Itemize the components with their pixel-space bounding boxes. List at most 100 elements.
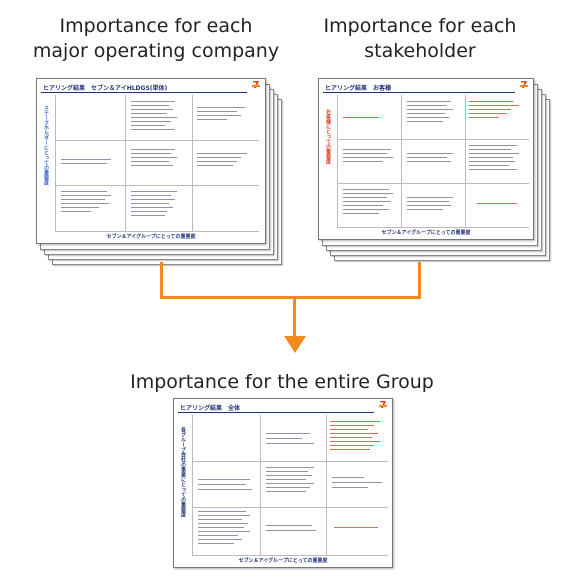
grid-line [337,183,529,184]
heading-operating-company: Importance for each major operating comp… [32,15,280,62]
text-line [61,159,111,160]
grid-line [192,555,388,556]
text-line [198,531,250,532]
stakeholder-matrix-document: ヒアリング結果 お客様 7 お客様にとっての重要度 セブン＆アイグループにとって… [318,78,534,240]
grid-line [55,140,259,141]
text-line [407,113,445,114]
text-line [469,117,499,118]
text-line [469,169,517,170]
text-line [266,530,316,531]
text-line [61,203,109,204]
text-line [407,101,451,102]
heading-stakeholder: Importance for each stakeholder [323,15,517,62]
text-line [131,117,177,118]
grid-line [55,95,56,231]
text-line [198,527,244,528]
text-line [332,482,382,483]
text-line [131,215,165,216]
text-line [266,467,314,468]
text-line [469,153,519,154]
text-line [198,535,238,536]
seven-logo-icon: 7 [252,80,260,91]
text-line [131,105,169,106]
text-line [198,511,246,512]
text-line [469,113,507,114]
grid-line [192,415,193,555]
text-line [407,109,453,110]
text-line [343,197,387,198]
text-line [343,213,379,214]
arrow-horizontal-bar [160,296,421,299]
text-line [131,161,169,162]
title-rule [323,92,515,93]
text-line [131,129,175,130]
text-line [407,153,453,154]
text-line [332,477,364,478]
text-line [477,203,517,204]
text-line [407,197,453,198]
text-line [266,438,302,439]
document-footer: セブン＆アイグループにとっての重要度 [238,558,328,564]
text-line [131,165,173,166]
text-line [198,543,234,544]
text-line [131,195,171,196]
title-rule [41,92,247,93]
text-line [266,525,312,526]
text-line [131,203,169,204]
text-line [131,125,165,126]
document-footer: セブン＆アイグループにとっての重要度 [381,230,471,236]
text-line [197,115,241,116]
text-line [343,149,391,150]
text-line [131,199,175,200]
text-line [61,199,105,200]
company-matrix-document: ヒアリング結果 セブン＆アイHLDGS(単体) 7 ステークホルダーにとっての重… [36,78,266,244]
text-line [330,433,378,434]
grid-line [401,95,402,227]
text-line [330,445,374,446]
text-line [198,484,246,485]
group-matrix-document: ヒアリング結果 全体 7 各グループ会社の事業にとっての重要度 セブン＆アイグル… [173,398,393,568]
seven-logo-icon: 7 [379,400,387,411]
vertical-axis-label: 各グループ会社の事業にとっての重要度 [180,427,186,517]
text-line [198,519,242,520]
arrow-left-stem [160,262,163,298]
text-line [131,157,177,158]
text-line [61,163,107,164]
grid-line [260,415,261,555]
document-title: ヒアリング結果 セブン＆アイHLDGS(単体) [43,85,168,92]
text-line [330,437,372,438]
text-line [131,113,167,114]
text-line [61,207,99,208]
text-line [330,429,368,430]
grid-line [125,95,126,231]
text-line [197,165,233,166]
text-line [197,119,227,120]
text-line [343,205,383,206]
text-line [407,157,447,158]
text-line [332,487,368,488]
text-line [343,157,393,158]
text-line [330,441,380,442]
text-line [131,149,175,150]
text-line [469,145,517,146]
text-line [343,161,383,162]
text-line [343,117,379,118]
text-line [469,165,509,166]
arrow-down-stem [293,298,296,338]
text-line [198,539,242,540]
text-line [407,121,443,122]
text-line [131,109,173,110]
text-line [266,483,314,484]
text-line [330,425,374,426]
grid-line [192,461,388,462]
text-line [131,207,173,208]
text-line [131,121,171,122]
text-line [343,201,391,202]
text-line [407,201,449,202]
grid-line [337,139,529,140]
heading-entire-group: Importance for the entire Group [130,371,434,393]
grid-line [55,231,259,232]
vertical-axis-label: お客様にとっての重要度 [325,109,331,164]
text-line [469,105,519,106]
document-title: ヒアリング結果 全体 [180,405,241,412]
